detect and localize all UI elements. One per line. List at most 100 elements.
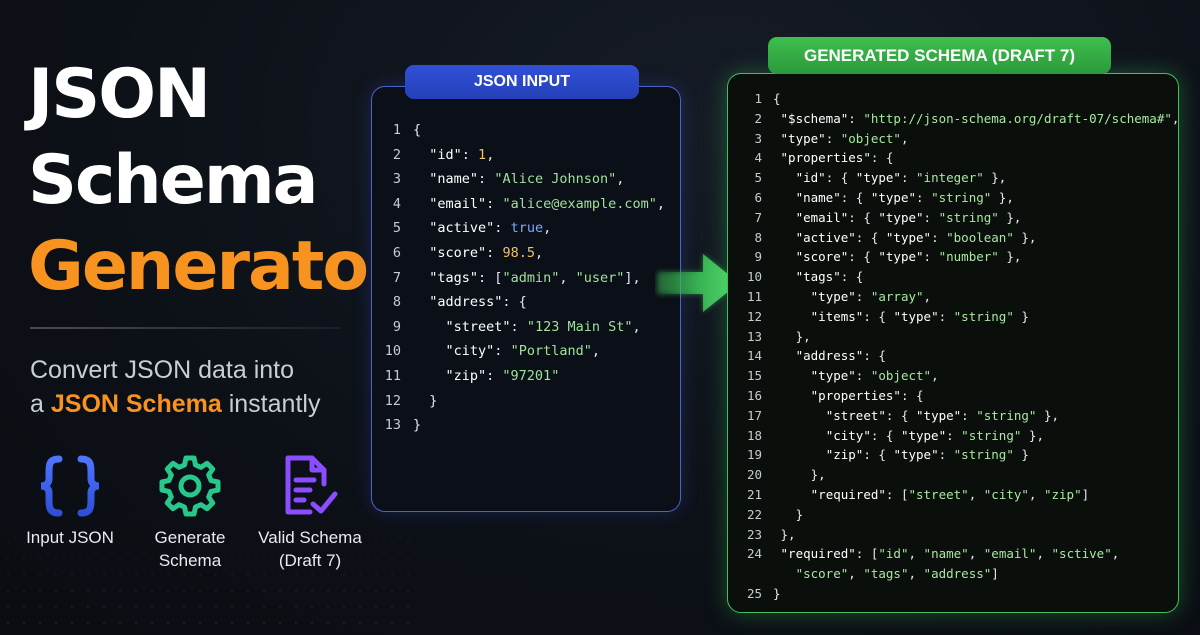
- code-token: [773, 368, 811, 383]
- code-token: "name": [429, 171, 479, 188]
- code-token: : {: [848, 249, 879, 265]
- code-token: "city": [983, 486, 1029, 502]
- code-token: [413, 343, 446, 359]
- line-number: 19: [746, 447, 762, 463]
- code-token: 1: [478, 146, 487, 163]
- json-input-tab: JSON INPUT: [405, 65, 639, 99]
- line-number: 9: [754, 249, 762, 265]
- code-token: "zip": [825, 447, 864, 463]
- code-token: ],: [624, 269, 641, 286]
- code-token: [413, 171, 429, 187]
- line-number: 1: [754, 91, 762, 106]
- code-token: "tags": [863, 566, 909, 582]
- line-number: 9: [392, 318, 401, 335]
- code-token: :: [486, 244, 503, 261]
- code-token: ,: [908, 546, 924, 562]
- code-token: :: [923, 209, 939, 225]
- code-line: 19 "zip": { "type": "string" }: [740, 445, 1170, 465]
- generated-schema-code[interactable]: 1{2 "$schema": "http://json-schema.org/d…: [740, 89, 1179, 604]
- line-number: 20: [746, 467, 762, 483]
- code-token: "items": [810, 308, 864, 324]
- feature-label: Input JSON: [26, 528, 114, 547]
- code-line: 9 "street": "123 Main St",: [383, 315, 673, 340]
- code-token: "string": [931, 189, 992, 205]
- code-token: :: [931, 229, 947, 245]
- code-token: "number": [938, 249, 999, 265]
- json-input-panel[interactable]: [371, 86, 681, 512]
- code-token: "address": [923, 566, 992, 582]
- code-token: [413, 245, 429, 261]
- code-token: "type": [870, 189, 916, 205]
- subtitle: Convert JSON data into a JSON Schema ins…: [30, 353, 350, 421]
- code-token: "id": [429, 146, 462, 163]
- code-token: "tags": [429, 269, 479, 286]
- code-token: "name": [795, 189, 841, 205]
- title-line-2: Schema: [28, 141, 319, 220]
- document-check-icon: [250, 450, 370, 522]
- code-token: }: [773, 506, 804, 522]
- code-token: "score": [795, 566, 849, 582]
- line-number: 13: [384, 417, 401, 434]
- json-input-code[interactable]: 1{2 "id": 1,3 "name": "Alice Johnson",4 …: [383, 118, 673, 438]
- code-token: :: [494, 220, 511, 237]
- code-token: :: [461, 146, 479, 163]
- line-number: 11: [384, 367, 401, 384]
- code-token: [773, 428, 826, 443]
- code-token: [413, 319, 446, 335]
- code-token: ,: [543, 220, 552, 237]
- code-token: : {: [840, 269, 864, 285]
- code-token: "zip": [445, 367, 487, 384]
- code-token: "object": [870, 368, 932, 384]
- code-token: : [: [478, 269, 503, 286]
- feature-label: Generate Schema: [154, 528, 226, 570]
- code-token: },: [1021, 427, 1044, 443]
- code-token: "type": [893, 308, 939, 324]
- code-line: 9 "score": { "type": "number" },: [740, 247, 1170, 267]
- code-token: true: [510, 220, 544, 237]
- code-line: 1{: [740, 89, 1170, 109]
- code-token: "name": [923, 546, 969, 562]
- code-token: [773, 131, 781, 146]
- code-token: [773, 170, 796, 185]
- code-line: 18 "city": { "type": "string" },: [740, 426, 1170, 446]
- code-token: "required": [810, 486, 886, 502]
- code-token: [773, 447, 826, 462]
- code-token: "email": [429, 195, 487, 212]
- code-line: 13}: [383, 413, 673, 438]
- code-token: ,: [486, 146, 495, 163]
- code-token: [413, 147, 429, 163]
- code-token: "type": [893, 447, 939, 463]
- code-token: ,: [1036, 546, 1052, 562]
- feature-input-json: Input JSON: [10, 450, 130, 572]
- code-token: [773, 230, 796, 245]
- code-token: "type": [878, 249, 924, 265]
- code-token: ,: [848, 566, 864, 582]
- code-token: :: [916, 189, 932, 205]
- code-token: "active": [795, 229, 856, 245]
- code-token: "type": [885, 229, 932, 245]
- line-number: 24: [746, 546, 762, 562]
- code-token: "string": [961, 427, 1022, 443]
- code-token: :: [510, 318, 527, 335]
- page-title: JSON Schema Generator: [28, 52, 401, 310]
- line-number: 10: [384, 343, 401, 360]
- code-token: "type": [780, 130, 826, 146]
- line-number: 18: [746, 427, 762, 443]
- code-token: :: [961, 407, 977, 423]
- code-line: 6 "name": { "type": "string" },: [740, 188, 1170, 208]
- code-line: 14 "address": {: [740, 346, 1170, 366]
- code-token: },: [983, 170, 1007, 186]
- code-token: "active": [429, 220, 495, 237]
- code-token: ,: [616, 171, 625, 188]
- code-token: "string": [953, 308, 1014, 324]
- code-token: : {: [863, 447, 894, 463]
- code-line: 13 },: [740, 327, 1170, 347]
- code-token: ,: [559, 269, 576, 286]
- code-token: :: [494, 343, 511, 360]
- line-number: 12: [746, 308, 762, 324]
- line-number: 2: [754, 110, 762, 126]
- line-number: 22: [746, 506, 762, 522]
- code-line: 4 "email": "alice@example.com",: [383, 192, 673, 217]
- code-token: ,: [931, 368, 939, 384]
- code-token: ,: [968, 546, 984, 562]
